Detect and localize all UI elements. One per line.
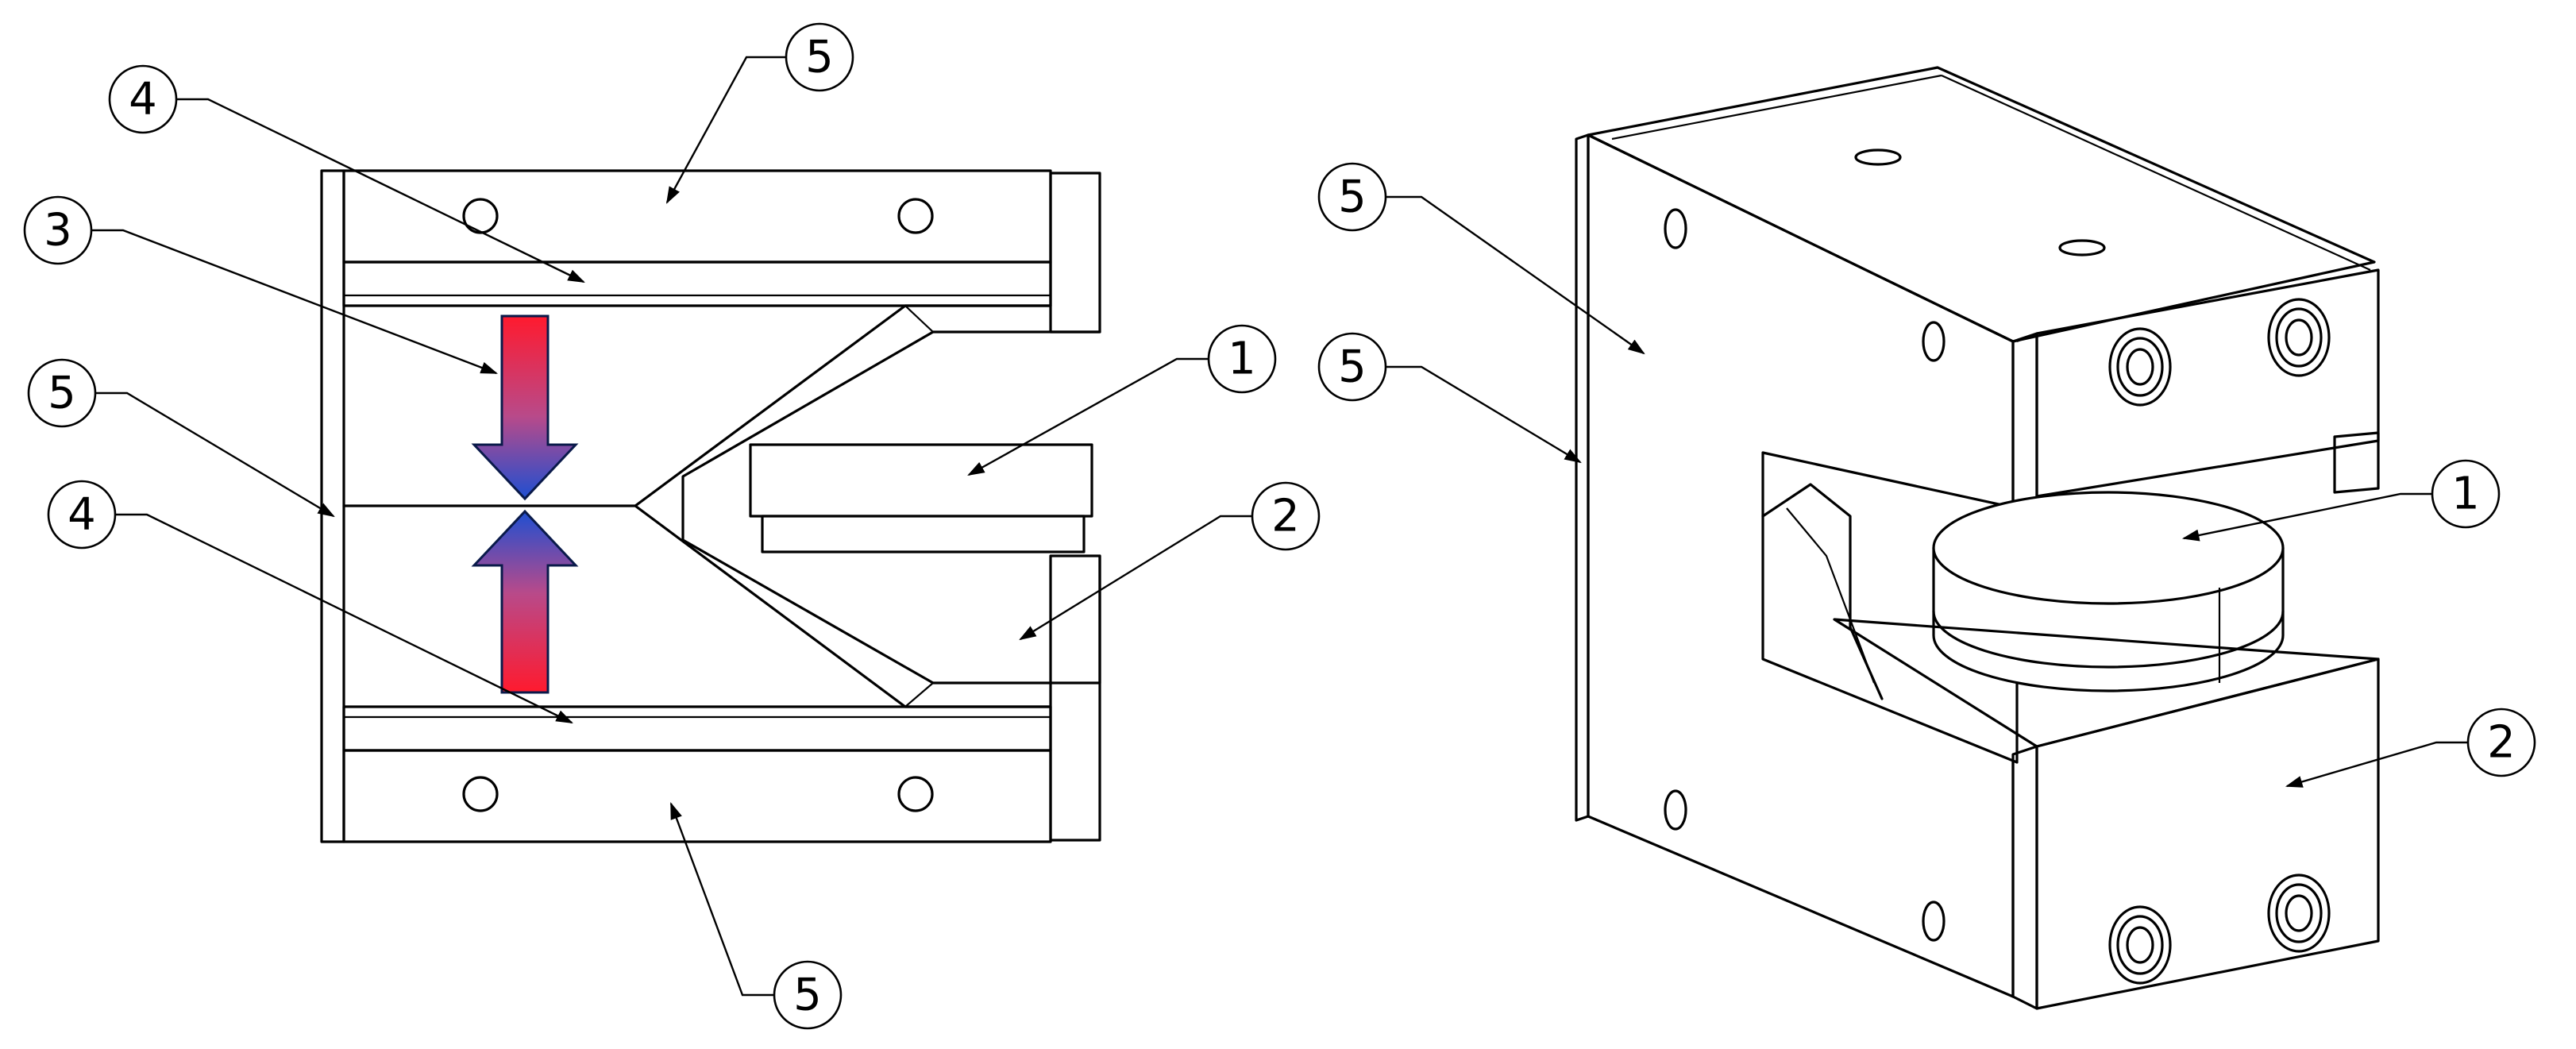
leader-L3: [91, 229, 499, 375]
callout-bubble: 4: [108, 64, 178, 134]
bottom-right-flange: [1049, 554, 1101, 842]
callout-bubble: 5: [27, 358, 97, 428]
callout-bubble: 5: [785, 22, 854, 92]
hole-bottom-right: [897, 776, 934, 812]
callout-text: 1: [1228, 334, 1256, 385]
leader-R1: [2181, 492, 2432, 542]
callout-text: 1: [2451, 469, 2480, 520]
top-block-edge-1: [1611, 74, 1942, 141]
callout-bubble: 5: [773, 960, 843, 1030]
leader-L5-left: [95, 391, 335, 518]
sample-1-cylinder: [1932, 491, 2285, 692]
callout-text: 4: [129, 74, 157, 125]
leader-L5-top: [665, 56, 786, 204]
inner-wedge: [1761, 483, 1884, 700]
force-arrow-down: [471, 314, 579, 501]
force-arrow-up: [471, 509, 579, 694]
leader-R5-a: [1386, 195, 1645, 355]
hole-top-right: [897, 198, 934, 234]
callout-bubble: 1: [2431, 459, 2501, 529]
bolt-top-right: [2267, 298, 2331, 377]
top-block-end-face: [2035, 268, 2380, 498]
callout-text: 5: [48, 368, 76, 419]
sample-1-upper: [749, 443, 1093, 518]
top-block-top-face: [1587, 66, 2376, 343]
section-view: [320, 169, 1101, 843]
top-block-edge-2: [1941, 74, 2371, 272]
callout-text: 4: [67, 489, 96, 541]
callout-bubble: 2: [2466, 708, 2536, 777]
leader-R2: [2285, 741, 2468, 788]
side-plate-outer: [1575, 133, 1590, 822]
callout-text: 5: [1338, 172, 1367, 223]
callout-bubble: 5: [1317, 162, 1387, 232]
hole-top-left: [462, 198, 499, 234]
callout-text: 3: [44, 205, 72, 256]
callout-bubble: 2: [1251, 481, 1321, 551]
bolt-top-left: [2108, 327, 2172, 407]
side-hole-2: [1922, 321, 1945, 362]
side-hole-1: [1664, 208, 1687, 249]
left-wall: [320, 169, 345, 843]
leader-L1: [967, 357, 1209, 476]
bolt-bottom-left: [2108, 905, 2172, 985]
leader-L4-mid: [115, 513, 573, 724]
inner-wedge-edge: [1786, 507, 1876, 684]
bottom-block-side-strip: [2011, 745, 2038, 1010]
leader-L5-bottom: [669, 801, 774, 997]
bottom-block-end-face: [2035, 658, 2380, 1010]
wedge-inner: [681, 330, 1101, 685]
callout-bubble: 3: [23, 195, 93, 265]
callout-bubble: 1: [1207, 324, 1277, 394]
callout-text: 2: [1271, 491, 1300, 542]
leader-L2: [1019, 515, 1252, 641]
bolt-bottom-right: [2267, 874, 2331, 953]
callouts: 5 4 3 5 4 1 2 5: [23, 22, 2536, 1030]
top-hole-2: [2058, 239, 2106, 256]
top-plate-4: [342, 260, 1052, 307]
leader-L4-top: [176, 98, 585, 283]
hole-bottom-left: [462, 776, 499, 812]
top-hole-1: [1854, 148, 1902, 166]
bottom-plate-5: [342, 749, 1052, 843]
callout-text: 2: [2487, 717, 2516, 769]
bottom-plate-4: [342, 705, 1052, 752]
callout-bubble: 4: [47, 480, 117, 550]
isometric-view: [1575, 66, 2380, 1010]
wedge-chamfer-top: [904, 305, 934, 333]
side-hole-3: [1664, 789, 1687, 831]
callout-text: 5: [805, 32, 834, 83]
top-right-flange: [1049, 172, 1101, 334]
leader-R5-b: [1386, 365, 1582, 464]
sample-1-lower: [761, 515, 1086, 553]
callout-text: 5: [793, 970, 822, 1021]
top-block-lip: [2333, 431, 2380, 494]
callout-bubble: 5: [1317, 332, 1387, 402]
callout-text: 5: [1338, 341, 1367, 393]
side-hole-4: [1922, 901, 1945, 942]
wedge-chamfer-bottom: [904, 682, 934, 708]
